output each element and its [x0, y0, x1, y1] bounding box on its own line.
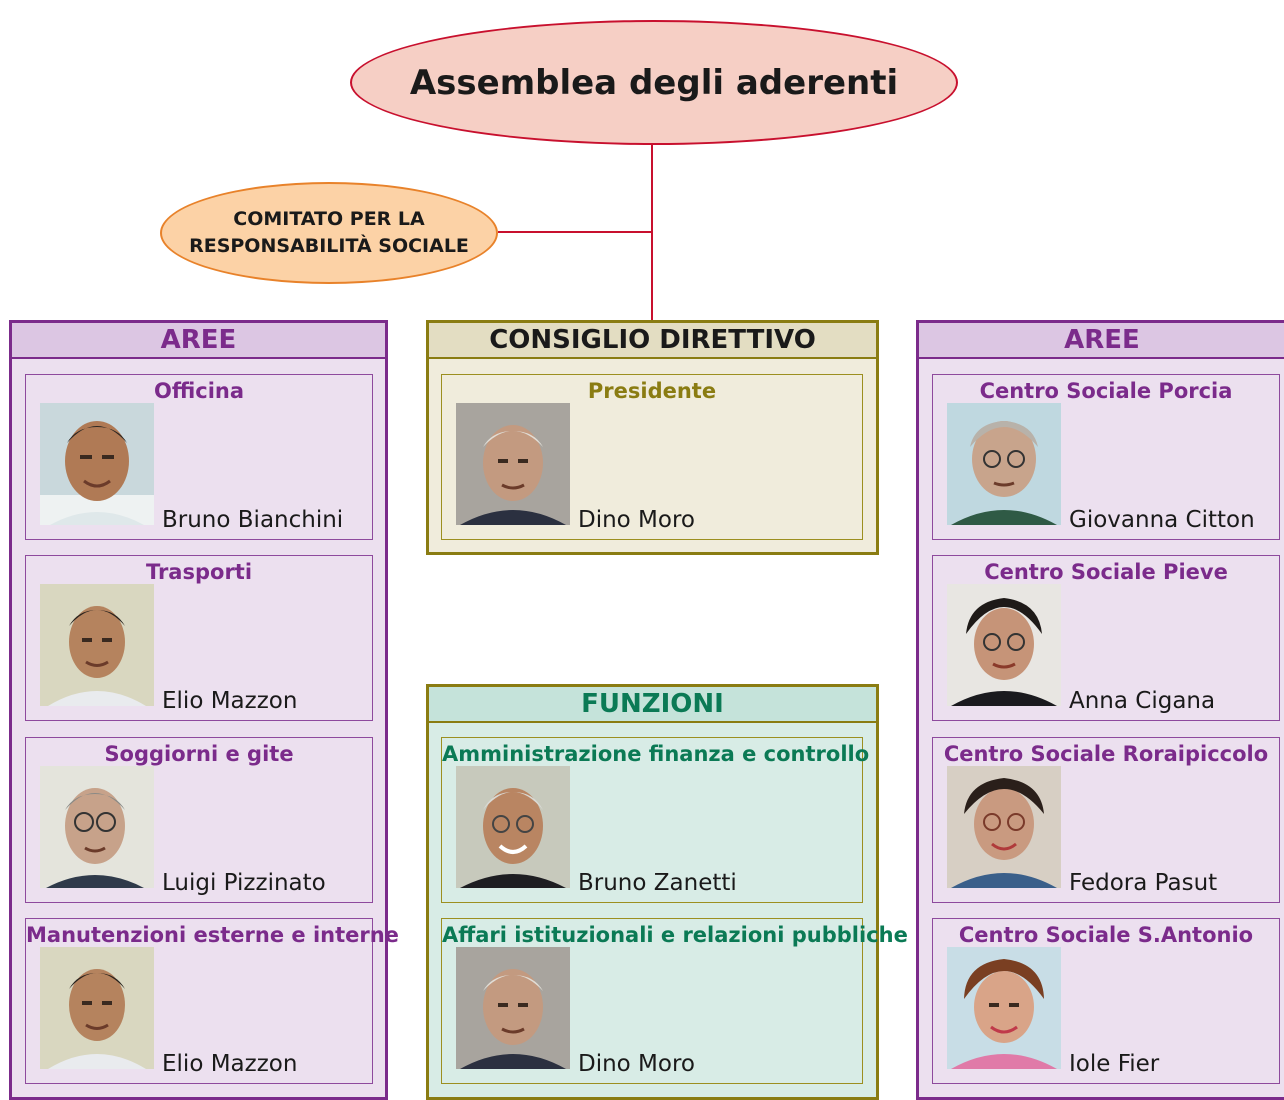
portrait-photo	[456, 766, 570, 888]
person-name: Giovanna Citton	[1069, 507, 1255, 533]
card-title: Centro Sociale Porcia	[979, 379, 1233, 403]
card-title: Centro Sociale S.Antonio	[958, 923, 1254, 947]
presidente-card: Presidente Dino Moro	[441, 374, 863, 540]
comitato-label-line2: RESPONSABILITÀ SOCIALE	[189, 235, 469, 257]
portrait-photo	[947, 403, 1061, 525]
portrait-photo	[947, 584, 1061, 706]
portrait-photo	[456, 947, 570, 1069]
funzioni-header: FUNZIONI	[429, 687, 876, 723]
area-card-roraipiccolo: Centro Sociale Roraipiccolo Fedora Pasut	[932, 737, 1280, 903]
connector-assemblea-consiglio	[651, 145, 653, 321]
card-title: Centro Sociale Pieve	[984, 560, 1228, 584]
person-name: Fedora Pasut	[1069, 870, 1218, 896]
portrait-photo	[40, 403, 154, 525]
portrait-photo	[456, 403, 570, 525]
person-name: Iole Fier	[1069, 1051, 1160, 1077]
portrait-photo	[947, 766, 1061, 888]
person-name: Anna Cigana	[1069, 688, 1216, 714]
person-name: Elio Mazzon	[162, 1051, 298, 1077]
connector-comitato	[498, 231, 653, 233]
area-card-trasporti: Trasporti Elio Mazzon	[25, 555, 373, 721]
person-name: Luigi Pizzinato	[162, 870, 326, 896]
area-card-santonio: Centro Sociale S.Antonio Iole Fier	[932, 918, 1280, 1084]
portrait-photo	[40, 947, 154, 1069]
area-card-porcia: Centro Sociale Porcia Giovanna Citton	[932, 374, 1280, 540]
card-title: Officina	[153, 379, 245, 403]
area-card-pieve: Centro Sociale Pieve Anna Cigana	[932, 555, 1280, 721]
card-title: Centro Sociale Roraipiccolo	[943, 742, 1269, 766]
left-aree-header: AREE	[12, 323, 385, 359]
person-name: Elio Mazzon	[162, 688, 298, 714]
person-name: Bruno Zanetti	[578, 870, 737, 896]
assemblea-label: Assemblea degli aderenti	[409, 62, 899, 103]
area-card-soggiorni: Soggiorni e gite Luigi Pizzinato	[25, 737, 373, 903]
card-title: Trasporti	[145, 560, 253, 584]
portrait-photo	[40, 584, 154, 706]
card-title: Soggiorni e gite	[104, 742, 294, 766]
card-title: Presidente	[587, 379, 717, 403]
person-name: Dino Moro	[578, 1051, 695, 1077]
card-title: Affari istituzionali e relazioni pubblic…	[442, 923, 908, 947]
comitato-label-line1: COMITATO PER LA	[233, 208, 425, 231]
portrait-photo	[947, 947, 1061, 1069]
comitato-node: COMITATO PER LA RESPONSABILITÀ SOCIALE	[160, 182, 498, 284]
person-name: Dino Moro	[578, 507, 695, 533]
area-card-officina: Officina Bruno Bianchini	[25, 374, 373, 540]
card-title: Amministrazione finanza e controllo	[442, 742, 870, 766]
portrait-photo	[40, 766, 154, 888]
card-title: Manutenzioni esterne e interne	[26, 923, 399, 947]
funzione-card-affari: Affari istituzionali e relazioni pubblic…	[441, 918, 908, 1084]
person-name: Bruno Bianchini	[162, 507, 344, 533]
consiglio-header: CONSIGLIO DIRETTIVO	[429, 323, 876, 359]
assemblea-node: Assemblea degli aderenti	[350, 20, 958, 145]
area-card-manutenzioni: Manutenzioni esterne e interne Elio Mazz…	[25, 918, 399, 1084]
funzione-card-amministrazione: Amministrazione finanza e controllo Brun…	[441, 737, 870, 903]
right-aree-header: AREE	[919, 323, 1284, 359]
